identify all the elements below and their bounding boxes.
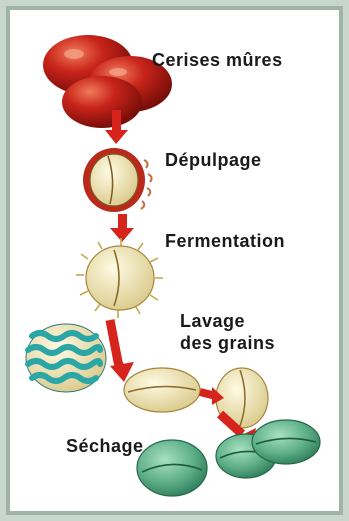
arrow-3: [110, 320, 134, 382]
washed-beans: [124, 368, 268, 428]
stage-label-fermentation: Fermentation: [165, 231, 285, 252]
washing-bean: [26, 324, 106, 392]
stage-label-washing-line1: Lavage: [180, 310, 275, 332]
diagram-frame: Cerises mûres Dépulpage Fermentation Lav…: [6, 6, 343, 515]
stage-label-washing-line2: des grains: [180, 332, 275, 354]
cherry: [62, 76, 142, 128]
depulped-bean: [83, 148, 152, 212]
fermenting-bean: [76, 238, 163, 318]
stage-label-washing: Lavage des grains: [180, 310, 275, 354]
coffee-processing-illustration: [10, 10, 339, 511]
arrow-2: [110, 214, 134, 242]
stage-label-ripe-cherries: Cerises mûres: [152, 50, 283, 71]
ripe-cherries: [43, 35, 172, 128]
stage-label-pulping: Dépulpage: [165, 150, 262, 171]
dried-green-beans: [137, 420, 320, 496]
stage-label-drying: Séchage: [66, 436, 144, 457]
